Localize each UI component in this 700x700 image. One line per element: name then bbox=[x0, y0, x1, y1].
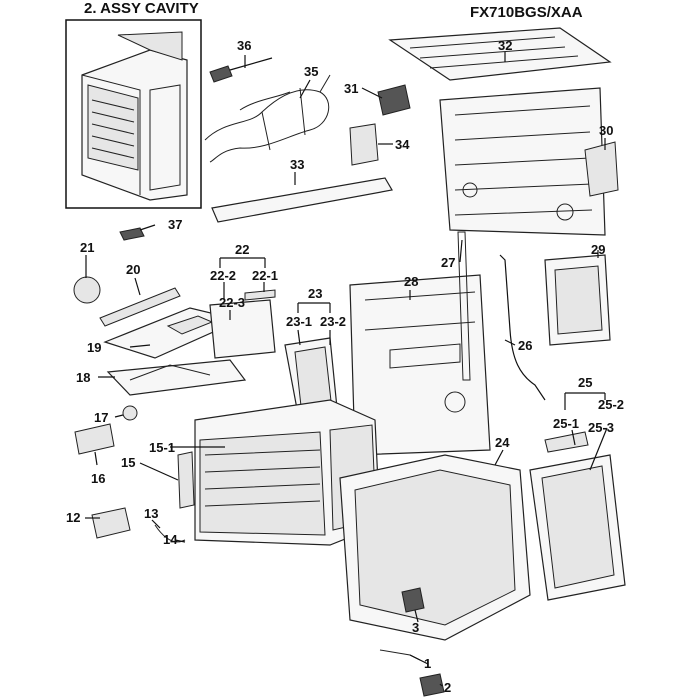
module-part bbox=[74, 423, 115, 455]
callout-26: 26 bbox=[518, 338, 532, 353]
callout-25-2: 25-2 bbox=[598, 397, 624, 412]
power-cord bbox=[209, 57, 273, 83]
door-assembly bbox=[529, 431, 626, 601]
callout-14: 14 bbox=[163, 532, 178, 547]
callout-25-3: 25-3 bbox=[588, 420, 614, 435]
callout-12: 12 bbox=[66, 510, 80, 525]
flat-panel-part bbox=[209, 299, 276, 359]
back-duct-part bbox=[388, 27, 612, 81]
callout-37: 37 bbox=[168, 217, 182, 232]
wire-harness bbox=[204, 74, 331, 163]
duct-part bbox=[106, 359, 247, 396]
bottom-rod-part bbox=[379, 649, 421, 661]
knob-part bbox=[73, 276, 101, 304]
callout-labels: 1 2 3 12 13 14 15 15-1 16 17 18 19 20 21… bbox=[66, 38, 624, 695]
callout-23: 23 bbox=[308, 286, 322, 301]
callout-1: 1 bbox=[424, 656, 431, 671]
callout-22-2: 22-2 bbox=[210, 268, 236, 283]
relay-part bbox=[349, 123, 379, 166]
callout-19: 19 bbox=[87, 340, 101, 355]
valve-part bbox=[91, 507, 131, 539]
switch-part bbox=[122, 405, 138, 421]
callout-15-1: 15-1 bbox=[149, 440, 175, 455]
callout-32: 32 bbox=[498, 38, 512, 53]
callout-29: 29 bbox=[591, 242, 605, 257]
callout-18: 18 bbox=[76, 370, 90, 385]
callout-22-3: 22-3 bbox=[219, 295, 245, 310]
side-bracket-part bbox=[177, 451, 195, 509]
callout-35: 35 bbox=[304, 64, 318, 79]
small-sensor-part bbox=[119, 227, 145, 241]
bracket-part bbox=[377, 84, 411, 116]
callout-30: 30 bbox=[599, 123, 613, 138]
callout-25: 25 bbox=[578, 375, 592, 390]
callout-28: 28 bbox=[404, 274, 418, 289]
callout-23-2: 23-2 bbox=[320, 314, 346, 329]
callout-17: 17 bbox=[94, 410, 108, 425]
callout-31: 31 bbox=[344, 81, 358, 96]
callout-27: 27 bbox=[441, 255, 455, 270]
callout-33: 33 bbox=[290, 157, 304, 172]
callout-22-1: 22-1 bbox=[252, 268, 278, 283]
callout-21: 21 bbox=[80, 240, 94, 255]
callout-13: 13 bbox=[144, 506, 158, 521]
callout-2: 2 bbox=[444, 680, 451, 695]
bottom-burner-part bbox=[419, 673, 445, 697]
assembly-inset bbox=[65, 19, 202, 209]
callout-15: 15 bbox=[121, 455, 135, 470]
callout-25-1: 25-1 bbox=[553, 416, 579, 431]
gas-tube-part bbox=[499, 254, 546, 401]
element-bar-part bbox=[99, 287, 181, 327]
callout-36: 36 bbox=[237, 38, 251, 53]
rail-part bbox=[211, 177, 393, 223]
callout-3: 3 bbox=[412, 620, 419, 635]
callout-34: 34 bbox=[395, 137, 410, 152]
callout-16: 16 bbox=[91, 471, 105, 486]
tube-part bbox=[457, 231, 471, 381]
model-number: FX710BGS/XAA bbox=[470, 4, 583, 21]
section-title: 2. ASSY CAVITY bbox=[84, 0, 199, 17]
callout-23-1: 23-1 bbox=[286, 314, 312, 329]
leader-lines bbox=[85, 52, 608, 687]
callout-22: 22 bbox=[235, 242, 249, 257]
foot-part bbox=[401, 587, 425, 613]
callout-24: 24 bbox=[495, 435, 510, 450]
callout-20: 20 bbox=[126, 262, 140, 277]
